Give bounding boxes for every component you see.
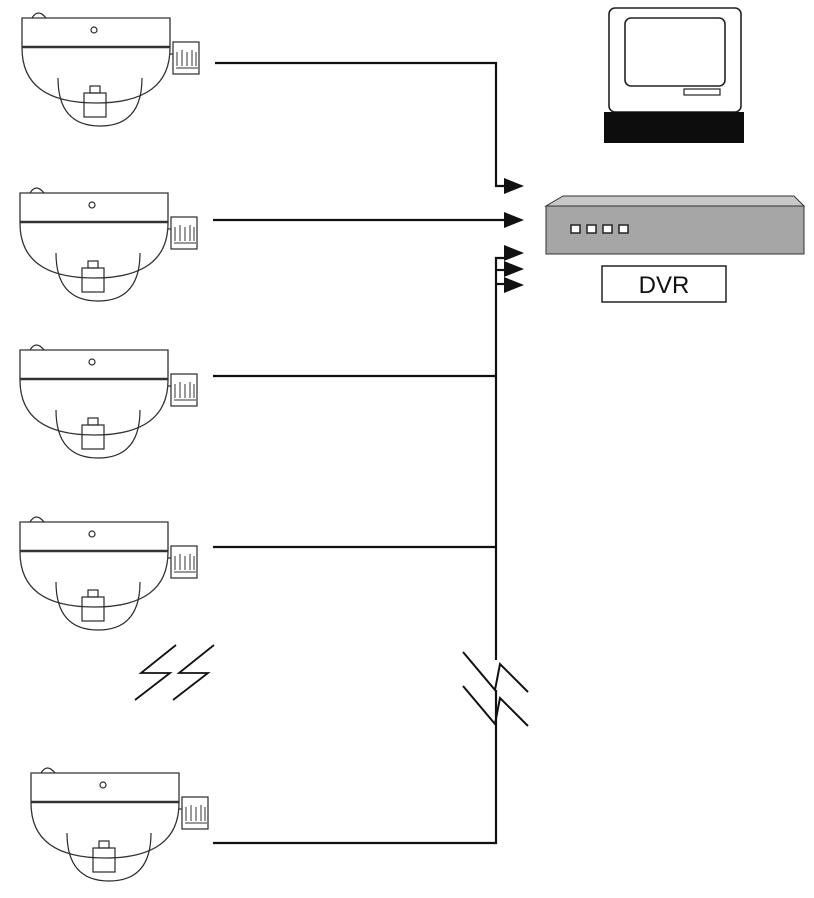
dome-camera-1 — [21, 12, 200, 127]
monitor — [604, 7, 744, 143]
dome-camera-3 — [19, 344, 198, 459]
dvr-button — [618, 224, 629, 234]
dvr-label: DVR — [639, 272, 690, 299]
camera-lens-cap — [89, 85, 101, 94]
arrowhead — [504, 245, 524, 261]
wiring — [213, 61, 529, 845]
dvr-label-box: DVR — [601, 265, 727, 303]
dvr-top — [544, 195, 806, 207]
zigzag-mark — [172, 644, 215, 701]
camera-lens-dome — [66, 832, 152, 882]
connector-icon — [170, 216, 198, 250]
cable-camera-5 — [213, 690, 498, 845]
trunk-line — [494, 256, 508, 660]
connector-wires — [174, 225, 196, 244]
camera-lens-cap — [98, 840, 110, 849]
cable-camera-1 — [215, 61, 508, 188]
dvr-button — [602, 224, 613, 234]
zigzag-mark — [134, 644, 177, 701]
connector-icon — [170, 545, 198, 579]
dvr-button — [570, 224, 581, 234]
camera-housing — [19, 349, 169, 436]
camera-housing — [21, 17, 171, 104]
camera-housing — [19, 521, 169, 608]
monitor-screen — [624, 17, 726, 87]
camera-screw — [88, 358, 96, 366]
camera-mount-bump — [29, 516, 45, 523]
cameras — [19, 12, 209, 882]
camera-screw — [90, 26, 98, 34]
camera-housing — [30, 772, 180, 859]
connector-wires — [174, 554, 196, 573]
line-break-symbol — [462, 685, 529, 727]
dvr-body — [545, 205, 805, 255]
arrowhead — [504, 178, 524, 194]
dvr — [544, 195, 806, 255]
arrowhead — [504, 277, 524, 293]
camera-screw — [99, 781, 107, 789]
continuation-marks — [134, 644, 215, 701]
camera-mount-bump — [31, 12, 47, 19]
camera-screw — [88, 201, 96, 209]
camera-lens-dome — [57, 77, 143, 127]
dome-camera-5 — [30, 767, 209, 882]
camera-lens-dome — [55, 252, 141, 302]
dvr-button — [586, 224, 597, 234]
camera-lens-cap — [87, 260, 99, 269]
connector-wires — [174, 382, 196, 401]
camera-lens-cap — [87, 589, 99, 598]
camera-screw — [88, 530, 96, 538]
connector-wires — [185, 805, 207, 824]
connector-wires — [176, 50, 198, 69]
camera-lens-cap — [87, 417, 99, 426]
arrowhead — [504, 212, 524, 228]
monitor-base — [604, 112, 744, 143]
camera-lens-dome — [55, 581, 141, 631]
dome-camera-4 — [19, 516, 198, 631]
monitor-slot — [683, 88, 721, 96]
dome-camera-2 — [19, 187, 198, 302]
connector-icon — [172, 41, 200, 75]
camera-mount-bump — [29, 344, 45, 351]
camera-housing — [19, 192, 169, 279]
connector-icon — [170, 373, 198, 407]
camera-mount-bump — [29, 187, 45, 194]
connector-icon — [181, 796, 209, 830]
camera-mount-bump — [40, 767, 56, 774]
arrowhead — [504, 261, 524, 277]
camera-lens-dome — [55, 409, 141, 459]
line-break-symbol — [462, 651, 529, 693]
